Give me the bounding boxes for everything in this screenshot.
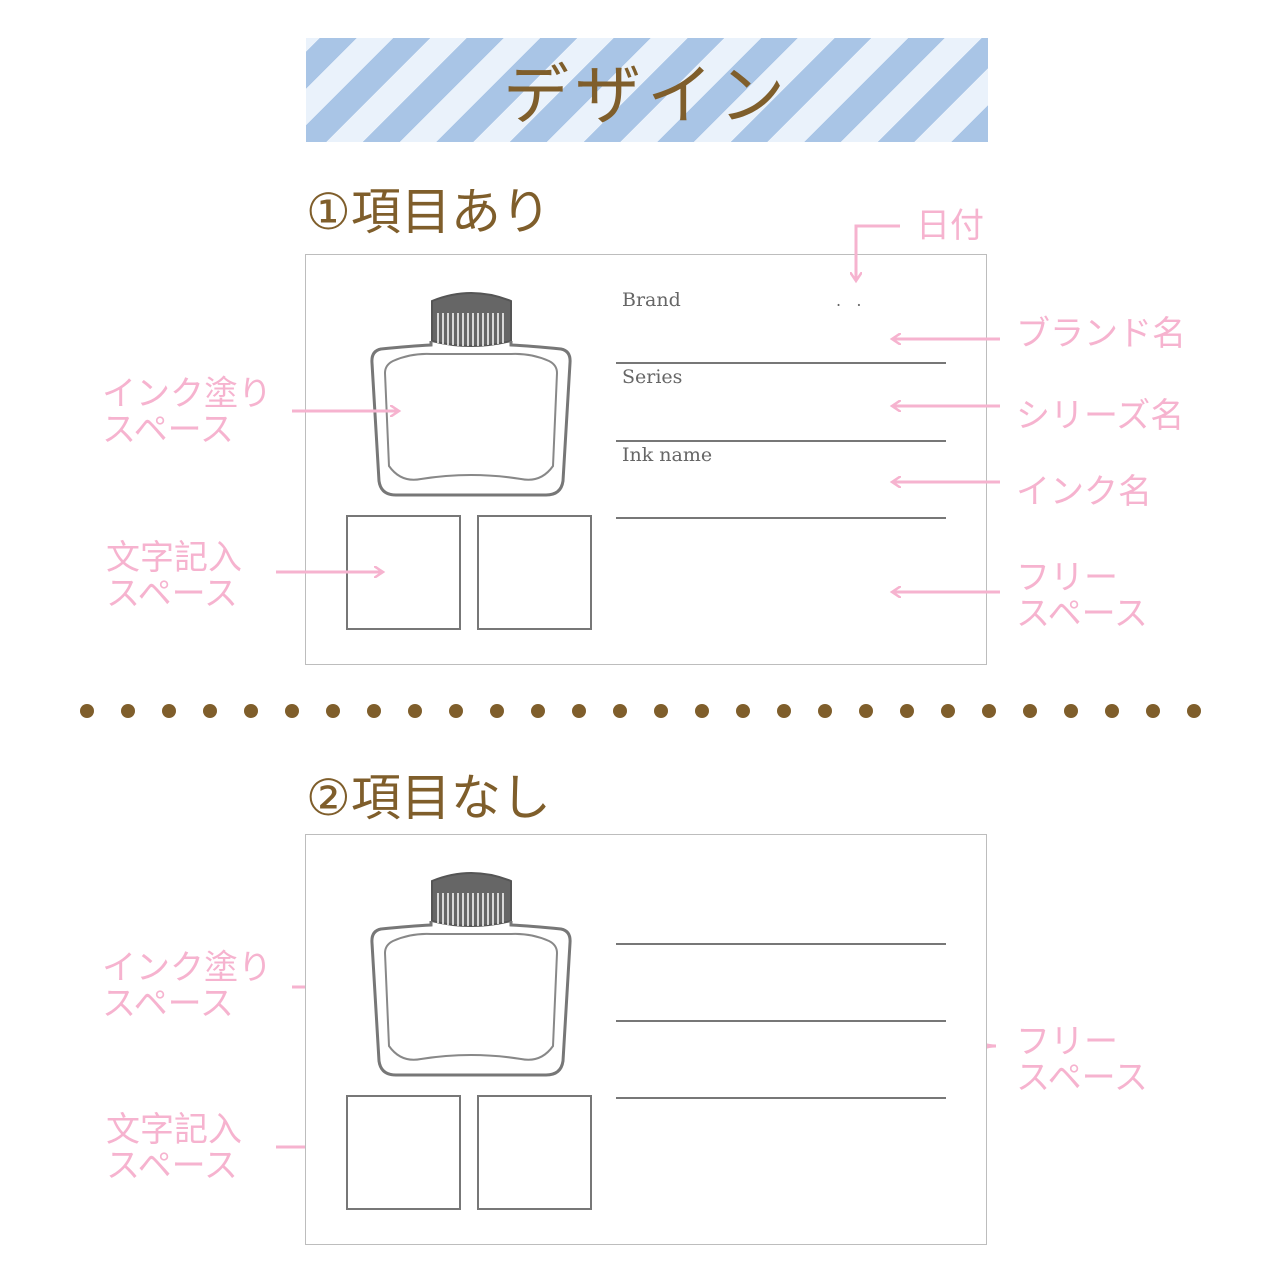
annotation-free-2: フリー スペース bbox=[1016, 1022, 1148, 1098]
striped-banner bbox=[306, 38, 988, 142]
brand-label: Brand bbox=[622, 289, 681, 311]
ink-bottle-icon bbox=[370, 292, 572, 497]
dotted-divider bbox=[80, 704, 1201, 718]
text-entry-box-right bbox=[477, 515, 592, 630]
card2-drawing bbox=[346, 872, 946, 1210]
date-dots: . . bbox=[836, 291, 862, 310]
text-entry-box-right-2 bbox=[477, 1095, 592, 1210]
annotation-date: 日付 bbox=[916, 206, 984, 246]
ink-bottle-icon-2 bbox=[370, 872, 572, 1077]
card1-drawing bbox=[346, 292, 946, 630]
banner-title: デザイン bbox=[503, 57, 791, 134]
card-with-fields: Brand Series Ink name . . bbox=[305, 254, 987, 665]
section1-title: ①項目あり bbox=[306, 183, 551, 241]
annotation-free-1: フリー スペース bbox=[1016, 558, 1148, 634]
annotation-text-entry-1: 文字記入 スペース bbox=[106, 538, 242, 614]
arrow-date bbox=[856, 224, 900, 280]
section2-title: ②項目なし bbox=[306, 769, 551, 827]
annotation-brand: ブランド名 bbox=[1016, 314, 1186, 354]
annotation-ink-fill-2: インク塗り スペース bbox=[102, 948, 272, 1024]
annotation-ink: インク名 bbox=[1016, 472, 1152, 512]
annotation-ink-fill-1: インク塗り スペース bbox=[102, 374, 272, 450]
series-label: Series bbox=[622, 366, 683, 388]
card-without-fields bbox=[305, 834, 987, 1245]
annotation-series: シリーズ名 bbox=[1016, 396, 1185, 436]
annotation-text-entry-2: 文字記入 スペース bbox=[106, 1110, 242, 1186]
text-entry-box-left-2 bbox=[346, 1095, 461, 1210]
ink-name-label: Ink name bbox=[622, 444, 713, 466]
